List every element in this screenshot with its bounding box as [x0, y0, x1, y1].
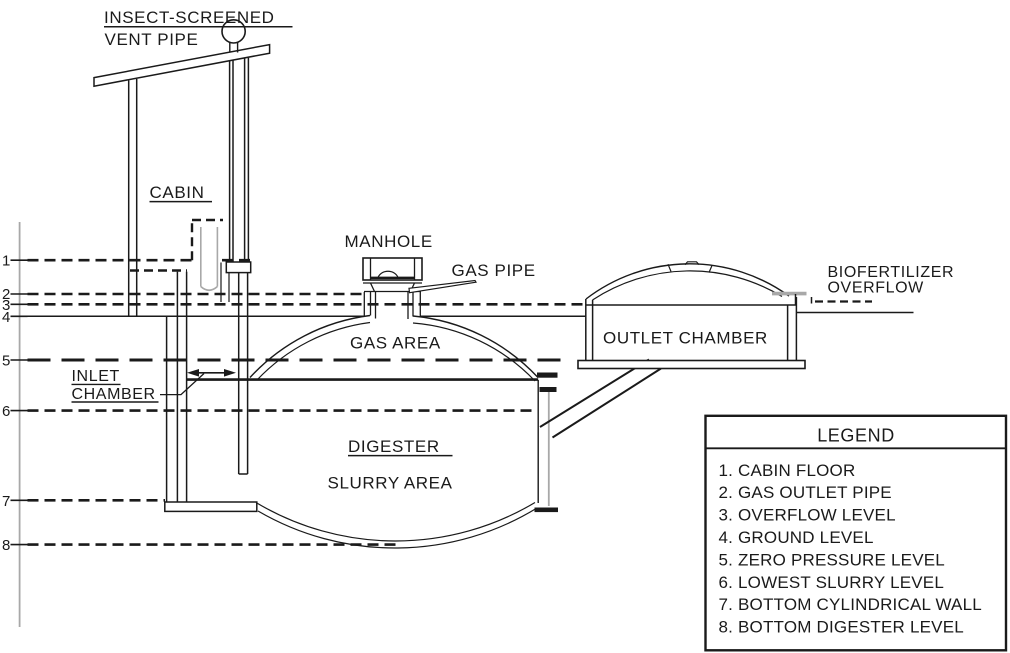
mixing-pipe-lower [237, 272, 249, 475]
axis-tick-label-3: 3 [2, 297, 10, 314]
label-inlet-line1: INLET [72, 368, 120, 385]
dome-outer-arc [249, 314, 539, 378]
label-gas-area: GAS AREA [350, 334, 441, 353]
right-wall-footing [534, 507, 558, 513]
label-outlet-chamber: OUTLET CHAMBER [603, 329, 768, 348]
manhole-structure [362, 257, 477, 319]
insect-screen-ball-icon [221, 18, 247, 44]
diagram-labels: INSECT-SCREENED VENT PIPE CABIN MANHOLE … [71, 8, 955, 493]
overflow-outlet-ticks [794, 294, 813, 305]
inlet-footing-slab [164, 501, 258, 513]
label-gas-pipe: GAS PIPE [452, 261, 536, 280]
measurement-axis: 1 2 3 4 5 6 7 8 [2, 222, 28, 627]
legend-item-8: 8. BOTTOM DIGESTER LEVEL [719, 618, 964, 637]
inlet-chamber-structure [160, 271, 258, 513]
outlet-chamber-structure [577, 261, 813, 370]
label-biofertilizer-line1: BIOFERTILIZER [828, 264, 955, 281]
label-cabin: CABIN [150, 183, 205, 202]
vent-pipe-body [228, 58, 250, 262]
axis-tick-label-6: 6 [2, 403, 10, 420]
vent-pipe-collar [220, 262, 230, 302]
dome-inner-arc [256, 321, 536, 382]
manhole-neck-walls [363, 291, 421, 319]
legend-item-1: 1. CABIN FLOOR [719, 461, 856, 480]
overflow-channel [539, 358, 662, 439]
digester-bottom-arcs [255, 501, 538, 549]
outlet-dome-outer-arc [585, 263, 790, 300]
label-digester: DIGESTER [348, 437, 440, 456]
legend-item-6: 6. LOWEST SLURRY LEVEL [719, 573, 945, 592]
axis-tick-label-7: 7 [2, 493, 10, 510]
roof-plank [93, 43, 271, 88]
label-manhole: MANHOLE [345, 232, 433, 251]
legend: LEGEND 1. CABIN FLOOR 2. GAS OUTLET PIPE… [704, 414, 1008, 652]
cabin-floor-step-outline [130, 218, 223, 272]
width-dimension-arrow [187, 369, 236, 377]
vent-pipe-base-plate [225, 261, 252, 274]
vent-pipe-structure [93, 18, 271, 475]
axis-tick-label-8: 8 [2, 537, 10, 554]
axis-tick-label-4: 4 [2, 309, 10, 326]
label-biofertilizer-line2: OVERFLOW [828, 280, 925, 297]
inner-tube [200, 227, 219, 292]
legend-box [704, 414, 1008, 652]
manhole-frame-inner-walls [369, 258, 416, 280]
reference-level-lines [10, 218, 914, 546]
outlet-dome-inner-arc [592, 270, 783, 301]
cabin-left-pillar [127, 79, 138, 317]
manhole-frame [362, 257, 423, 281]
label-slurry-area: SLURRY AREA [328, 474, 453, 493]
axis-tick-label-5: 5 [2, 353, 10, 370]
legend-item-3: 3. OVERFLOW LEVEL [719, 506, 896, 525]
right-wall-band [539, 387, 557, 392]
axis-tick-marks [10, 259, 28, 546]
outlet-chamber-base-slab [577, 359, 806, 370]
legend-item-4: 4. GROUND LEVEL [719, 528, 874, 547]
inlet-pipe-walls [165, 271, 188, 502]
gas-pipe-shape [408, 279, 477, 294]
outlet-dome-vent-notch [667, 261, 713, 273]
label-vent-pipe-line2: VENT PIPE [105, 30, 199, 49]
axis-tick-label-2: 2 [2, 286, 10, 303]
label-inlet-line2: CHAMBER [72, 386, 156, 403]
digester-structure [186, 314, 662, 549]
label-vent-pipe-line1: INSECT-SCREENED [104, 8, 275, 27]
vent-cap-neck [229, 42, 239, 53]
manhole-collar-bands [363, 282, 422, 293]
manhole-cover-handle [377, 270, 399, 278]
legend-item-5: 5. ZERO PRESSURE LEVEL [719, 550, 945, 569]
legend-item-7: 7. BOTTOM CYLINDRICAL WALL [719, 595, 982, 614]
right-wall-top-step [537, 372, 558, 378]
legend-title: LEGEND [817, 426, 895, 446]
axis-tick-label-1: 1 [2, 253, 10, 270]
legend-item-2: 2. GAS OUTLET PIPE [719, 483, 892, 502]
outlet-chamber-walls [585, 297, 798, 361]
